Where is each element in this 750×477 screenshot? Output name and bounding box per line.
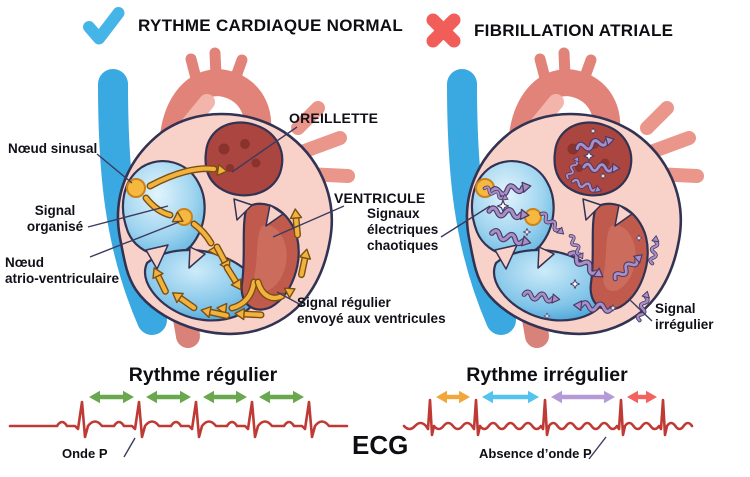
ecg-normal-interval-arrows — [89, 390, 304, 404]
afib-heart — [462, 53, 697, 336]
label-irregular-signal: Signal irrégulier — [655, 301, 714, 332]
label-regular-signal: Signal régulier envoyé aux ventricules — [297, 295, 446, 326]
onde-p-pointer — [123, 437, 136, 458]
leader-lines — [87, 126, 653, 460]
absence-onde-p-pointer — [588, 436, 607, 460]
ecg-normal-trace — [8, 400, 349, 439]
label-atrium: OREILLETTE — [289, 110, 379, 126]
cross-icon — [426, 13, 461, 48]
label-ecg: ECG — [352, 430, 409, 460]
header-afib: FIBRILLATION ATRIALE — [424, 11, 673, 50]
label-sinus-node: Nœud sinusal — [8, 141, 98, 156]
organized-signal-arrows — [142, 163, 312, 321]
label-chaotic-signals: Signaux électriques chaotiques — [367, 206, 439, 253]
header-normal: RYTHME CARDIAQUE NORMAL — [80, 5, 403, 47]
label-organized-signal: Signal organisé — [26, 203, 84, 234]
label-ventricle: VENTRICULE — [334, 190, 426, 206]
ecg-afib-trace — [402, 398, 694, 437]
ecg-afib-title: Rythme irrégulier — [466, 364, 628, 386]
ecg-afib-interval-arrows — [436, 390, 657, 404]
normal-heart — [113, 53, 348, 336]
header-afib-title: FIBRILLATION ATRIALE — [474, 20, 674, 40]
label-absence-onde-p: Absence d’onde P — [479, 446, 592, 461]
ecg-normal-title: Rythme régulier — [128, 364, 278, 386]
label-av-node: Nœud atrio-ventriculaire — [5, 255, 120, 286]
header-normal-title: RYTHME CARDIAQUE NORMAL — [138, 16, 404, 35]
checkmark-icon — [83, 7, 125, 45]
label-onde-p: Onde P — [62, 446, 108, 461]
